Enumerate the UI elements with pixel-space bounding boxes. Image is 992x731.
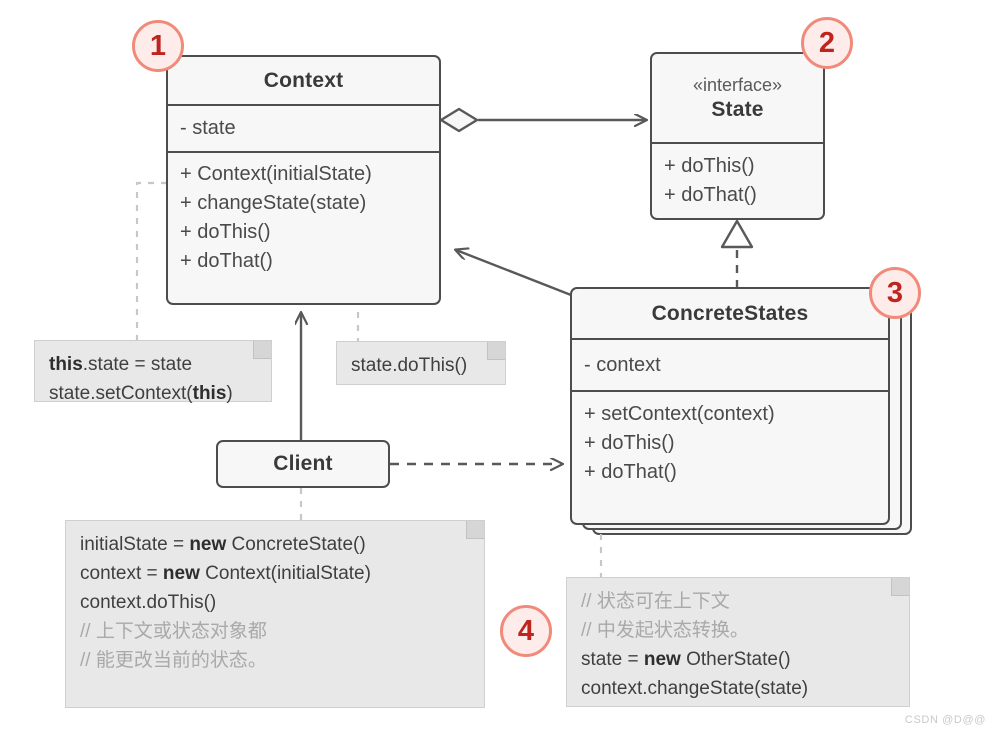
note-fold-corner: [891, 578, 909, 596]
badge-3[interactable]: 3: [869, 267, 921, 319]
class-box-state[interactable]: «interface» State + doThis() + doThat(): [650, 52, 825, 220]
context-field-state: - state: [180, 117, 236, 139]
note-line: // 上下文或状态对象都: [80, 620, 267, 642]
concretestates-field-context: - context: [584, 353, 661, 376]
class-box-concretestates[interactable]: ConcreteStates - context + setContext(co…: [570, 287, 890, 525]
note-line: context = new Context(initialState): [80, 562, 371, 584]
note-line: context.changeState(state): [581, 677, 809, 699]
note-fold-corner: [487, 342, 505, 360]
context-method-do-this: + doThis(): [180, 221, 271, 243]
state-class-name: State: [711, 98, 764, 122]
context-method-change-state: + changeState(state): [180, 192, 367, 214]
relation-concretestates-realizes-state: [720, 219, 754, 288]
class-box-context[interactable]: Context - state + Context(initialState) …: [166, 55, 441, 305]
note-line: state = new OtherState(): [581, 648, 791, 670]
badge-2[interactable]: 2: [801, 17, 853, 69]
concretestates-method-do-this: + doThis(): [584, 432, 675, 454]
note-client-code: initialState = new ConcreteState() conte…: [65, 520, 485, 708]
note-anchor-context-constructor: [135, 181, 167, 341]
note-line: // 状态可在上下文: [581, 591, 730, 612]
badge-label: 2: [818, 26, 836, 59]
note-line: initialState = new ConcreteState(): [80, 534, 366, 555]
note-state-do-this: state.doThis(): [336, 341, 506, 385]
class-box-client[interactable]: Client: [216, 440, 390, 488]
context-title-compartment: Context: [168, 57, 439, 106]
badge-1[interactable]: 1: [132, 20, 184, 72]
note-line: context.doThis(): [80, 591, 217, 613]
context-methods-compartment: + Context(initialState) + changeState(st…: [168, 153, 439, 282]
note-context-constructor: this.state = state state.setContext(this…: [34, 340, 272, 404]
concretestates-method-do-that: + doThat(): [584, 461, 677, 483]
concretestates-class-name: ConcreteStates: [651, 301, 809, 325]
state-title-compartment: «interface» State: [652, 54, 823, 144]
concretestates-fields-compartment: - context: [572, 340, 888, 392]
note-concrete-state-code: // 状态可在上下文 // 中发起状态转换。 state = new Other…: [566, 577, 910, 707]
badge-label: 1: [149, 29, 167, 62]
state-methods-compartment: + doThis() + doThat(): [652, 144, 823, 216]
badge-label: 3: [886, 276, 904, 309]
state-method-do-that: + doThat(): [664, 184, 757, 206]
watermark: CSDN @D@@: [904, 714, 986, 726]
note-line: // 能更改当前的状态。: [80, 649, 267, 671]
context-class-name: Context: [263, 68, 344, 92]
note-fold-corner: [466, 521, 484, 539]
state-stereotype: «interface»: [692, 74, 783, 95]
concretestates-method-set-context: + setContext(context): [584, 403, 775, 425]
note-line: this.state = state: [49, 354, 193, 375]
badge-4[interactable]: 4: [500, 605, 552, 657]
context-method-do-that: + doThat(): [180, 250, 273, 272]
note-line: state.setContext(this): [49, 382, 233, 404]
client-class-name: Client: [273, 452, 333, 475]
relation-context-aggregates-state: [439, 107, 646, 133]
relation-concretestates-context: [456, 250, 572, 297]
state-method-do-this: + doThis(): [664, 155, 755, 177]
note-line: // 中发起状态转换。: [581, 619, 749, 641]
badge-label: 4: [517, 614, 535, 647]
context-method-constructor: + Context(initialState): [180, 163, 372, 185]
note-fold-corner: [253, 341, 271, 359]
context-fields-compartment: - state: [168, 106, 439, 153]
concretestates-methods-compartment: + setContext(context) + doThis() + doTha…: [572, 392, 888, 493]
concretestates-title-compartment: ConcreteStates: [572, 289, 888, 340]
note-line: state.doThis(): [351, 355, 468, 376]
